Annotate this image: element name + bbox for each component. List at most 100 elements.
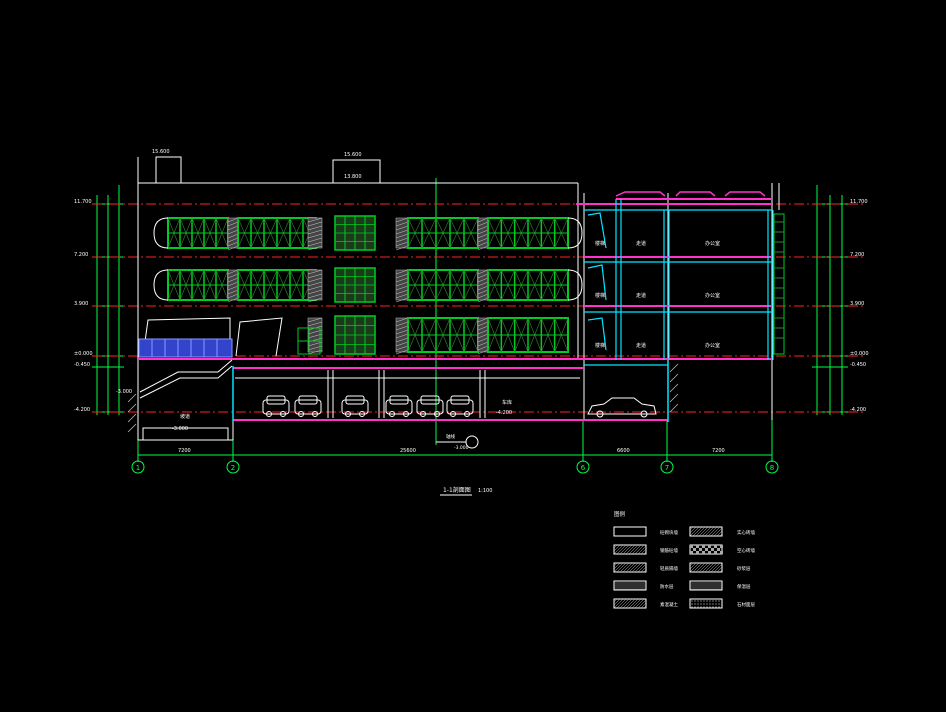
legend-swatch bbox=[613, 580, 647, 591]
car-icon bbox=[446, 395, 474, 417]
legend-item: 砼砌块墙 bbox=[613, 526, 678, 537]
axis-note: 轴线 -3.000 bbox=[436, 433, 479, 451]
legend-item: 保温层 bbox=[689, 580, 751, 591]
window-bands bbox=[167, 215, 569, 355]
left-level-labels: 11.700 7.200 3.900 ±0.000 -0.450 -3.000 … bbox=[74, 199, 132, 413]
window-panel bbox=[334, 215, 376, 251]
legend-label: 实心砖墙 bbox=[737, 529, 755, 536]
window-panel bbox=[395, 217, 409, 251]
axis-note-value: -3.000 bbox=[454, 445, 469, 451]
basement-level-label: -3.000 bbox=[172, 426, 188, 432]
car-side-icon bbox=[587, 397, 657, 418]
window-panel bbox=[477, 317, 489, 355]
grid-axis-bubbles: 1 2 6 7 8 bbox=[131, 460, 779, 474]
level-label: 11.700 bbox=[850, 199, 868, 205]
legend-swatch bbox=[613, 526, 647, 537]
level-label: 11.700 bbox=[74, 199, 92, 205]
legend-label: 轻质隔墙 bbox=[660, 565, 678, 572]
drawing-title: 1-1剖面图 bbox=[443, 486, 471, 494]
window-panel bbox=[334, 315, 376, 355]
legend-label: 保温层 bbox=[737, 583, 751, 590]
legend-label: 砼砌块墙 bbox=[660, 529, 678, 536]
room-label: 走道 bbox=[636, 342, 646, 349]
level-label: -0.450 bbox=[74, 362, 90, 368]
level-label: -4.200 bbox=[850, 407, 866, 413]
span-dimensions: 7200 25600 6600 7200 bbox=[178, 448, 725, 454]
room-label: 办公室 bbox=[705, 342, 720, 349]
car-icon bbox=[341, 395, 369, 417]
axis-note-label: 轴线 bbox=[446, 433, 455, 440]
car-icon bbox=[385, 395, 413, 417]
window-panel bbox=[487, 269, 569, 301]
window-panel bbox=[477, 217, 489, 251]
legend-swatch bbox=[613, 598, 647, 609]
legend-label: 石材面层 bbox=[737, 601, 755, 608]
legend-item: 钢筋砼墙 bbox=[613, 544, 678, 555]
room-label: 走道 bbox=[636, 292, 646, 299]
roof-label: 15.600 bbox=[152, 149, 170, 155]
level-label: -3.000 bbox=[116, 389, 132, 395]
span-dimension: 7200 bbox=[712, 448, 725, 454]
grid-axis-label: 6 bbox=[581, 464, 586, 472]
window-panel bbox=[477, 269, 489, 303]
legend-label: 砂浆层 bbox=[737, 565, 751, 572]
rounded-bay-outlines bbox=[153, 217, 583, 301]
room-label: 楼梯 bbox=[595, 292, 605, 299]
level-label: ±0.000 bbox=[850, 351, 869, 357]
span-dimension: 25600 bbox=[400, 448, 416, 454]
window-panel bbox=[307, 269, 323, 303]
room-label: 楼梯 bbox=[595, 342, 605, 349]
right-level-labels: 11.700 7.200 3.900 ±0.000 -0.450 -4.200 bbox=[850, 199, 869, 413]
legend-heading: 图例 bbox=[614, 510, 626, 518]
right-facade-panel bbox=[773, 213, 785, 355]
room-label: 车库 bbox=[502, 399, 512, 406]
span-dimension: 6600 bbox=[617, 448, 630, 454]
entrance-canopy bbox=[142, 317, 321, 357]
parked-cars bbox=[262, 395, 657, 418]
window-panel bbox=[167, 269, 229, 301]
level-label: 7.200 bbox=[850, 252, 864, 258]
grid-axis-label: 8 bbox=[770, 464, 774, 472]
legend-swatch bbox=[689, 562, 723, 573]
window-panel bbox=[334, 267, 376, 303]
roof-label: 13.800 bbox=[344, 174, 362, 180]
window-panel bbox=[487, 317, 569, 353]
room-label: 走道 bbox=[636, 240, 646, 247]
car-icon bbox=[294, 395, 322, 417]
roof-label: 15.600 bbox=[344, 152, 362, 158]
basement-structure bbox=[139, 359, 580, 441]
legend-label: 空心砖墙 bbox=[737, 547, 755, 554]
room-labels: 办公室 办公室 办公室 走道 走道 走道 楼梯 楼梯 楼梯 车库 坡道 -3.0… bbox=[172, 240, 720, 432]
drawing-title-block: 1-1剖面图 1:100 bbox=[440, 486, 492, 496]
roof-level-labels: 15.600 15.600 13.800 bbox=[152, 149, 362, 180]
level-label: 7.200 bbox=[74, 252, 88, 258]
legend-item: 素混凝土 bbox=[613, 598, 678, 609]
window-panel bbox=[227, 269, 239, 303]
basement-retaining-wall bbox=[232, 362, 669, 422]
legend-item: 实心砖墙 bbox=[689, 526, 755, 537]
room-label: 坡道 bbox=[180, 413, 190, 420]
grid-axis-label: 2 bbox=[231, 464, 235, 472]
legend-swatch bbox=[613, 544, 647, 555]
grid-axis-label: 1 bbox=[136, 464, 140, 472]
basement-level-label: -4.200 bbox=[496, 410, 512, 416]
legend-item: 砂浆层 bbox=[689, 562, 751, 573]
earth-hatch bbox=[127, 363, 679, 433]
car-icon bbox=[416, 395, 444, 417]
roof-parapet bbox=[615, 191, 766, 197]
legend-item: 石材面层 bbox=[689, 598, 755, 609]
room-label: 楼梯 bbox=[595, 240, 605, 247]
level-label: 3.900 bbox=[74, 301, 88, 307]
window-panel bbox=[487, 217, 569, 249]
level-label: ±0.000 bbox=[74, 351, 93, 357]
legend-label: 钢筋砼墙 bbox=[660, 547, 678, 554]
drawing-scale: 1:100 bbox=[478, 488, 492, 494]
blue-glazing-panel bbox=[138, 338, 233, 358]
section-cut-lines bbox=[138, 198, 772, 421]
legend-swatch bbox=[689, 544, 723, 555]
level-label: -0.450 bbox=[850, 362, 866, 368]
level-label: 3.900 bbox=[850, 301, 864, 307]
legend-item: 空心砖墙 bbox=[689, 544, 755, 555]
legend-swatch bbox=[689, 526, 723, 537]
